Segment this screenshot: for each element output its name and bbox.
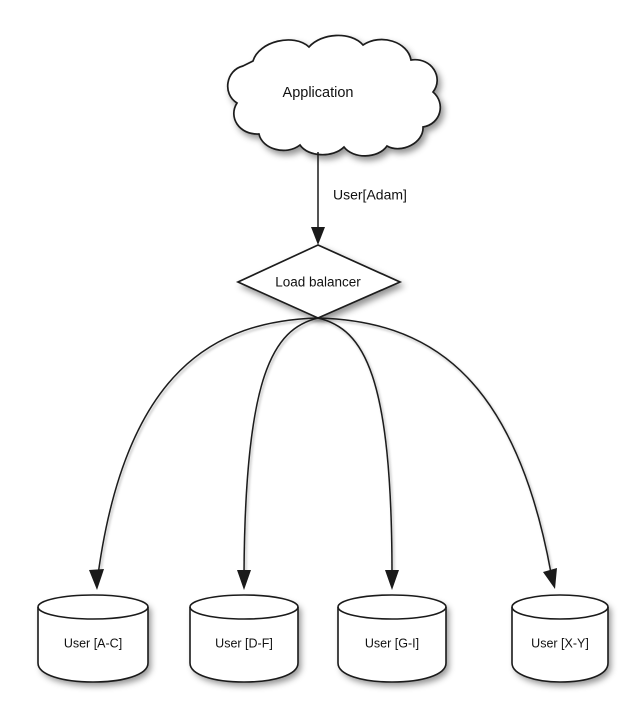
node-application-cloud[interactable]: Application [226, 34, 442, 157]
edge-balancer-to-database-1 [89, 317, 319, 590]
edge-balancer-to-database-2-curve [243, 317, 319, 576]
edge-balancer-to-database-4-arrowhead [543, 568, 557, 589]
node-database-3[interactable]: User [G-I] [337, 594, 447, 683]
database-4-top [512, 595, 608, 619]
database-4-body [512, 607, 608, 682]
database-3-rim [337, 594, 447, 620]
edge-balancer-to-database-1-arrowhead [89, 569, 104, 590]
database-2-top [190, 595, 298, 619]
database-1-outline [37, 607, 149, 683]
edge-balancer-to-database-4 [317, 317, 557, 589]
cloud-label: Application [283, 85, 354, 101]
load-balancer-label: Load balancer [275, 275, 361, 290]
database-3-outline [337, 607, 447, 683]
database-3-label: User [G-I] [365, 636, 419, 650]
edge-balancer-to-database-1-curve [97, 317, 319, 576]
edge-balancer-to-database-3-curve [317, 317, 393, 576]
node-database-1[interactable]: User [A-C] [37, 594, 149, 683]
database-4-label: User [X-Y] [531, 636, 589, 650]
edge-balancer-to-database-3 [317, 317, 399, 590]
database-3-body [338, 607, 446, 682]
database-4-outline [511, 607, 609, 683]
node-database-4[interactable]: User [X-Y] [511, 594, 609, 683]
node-load-balancer[interactable]: Load balancer [235, 244, 403, 319]
database-3-top [338, 595, 446, 619]
edge-balancer-to-database-2-arrowhead [237, 570, 251, 590]
database-2-outline [189, 607, 299, 683]
database-1-top [38, 595, 148, 619]
edge-balancer-to-database-3-arrowhead [385, 570, 399, 590]
database-4-rim [511, 594, 609, 620]
database-2-rim [189, 594, 299, 620]
database-2-body [190, 607, 298, 682]
node-database-2[interactable]: User [D-F] [189, 594, 299, 683]
database-1-rim [37, 594, 149, 620]
edge-balancer-to-database-4-curve [317, 317, 552, 574]
edge-application-to-balancer: User[Adam] [311, 152, 407, 245]
edge-balancer-to-database-2 [237, 317, 319, 590]
cloud-shape [226, 34, 442, 157]
edge-label-user-adam: User[Adam] [333, 187, 407, 203]
edge-application-to-balancer-arrowhead [311, 227, 325, 245]
database-1-label: User [A-C] [64, 636, 122, 650]
database-1-body [38, 607, 148, 682]
database-2-label: User [D-F] [215, 636, 273, 650]
